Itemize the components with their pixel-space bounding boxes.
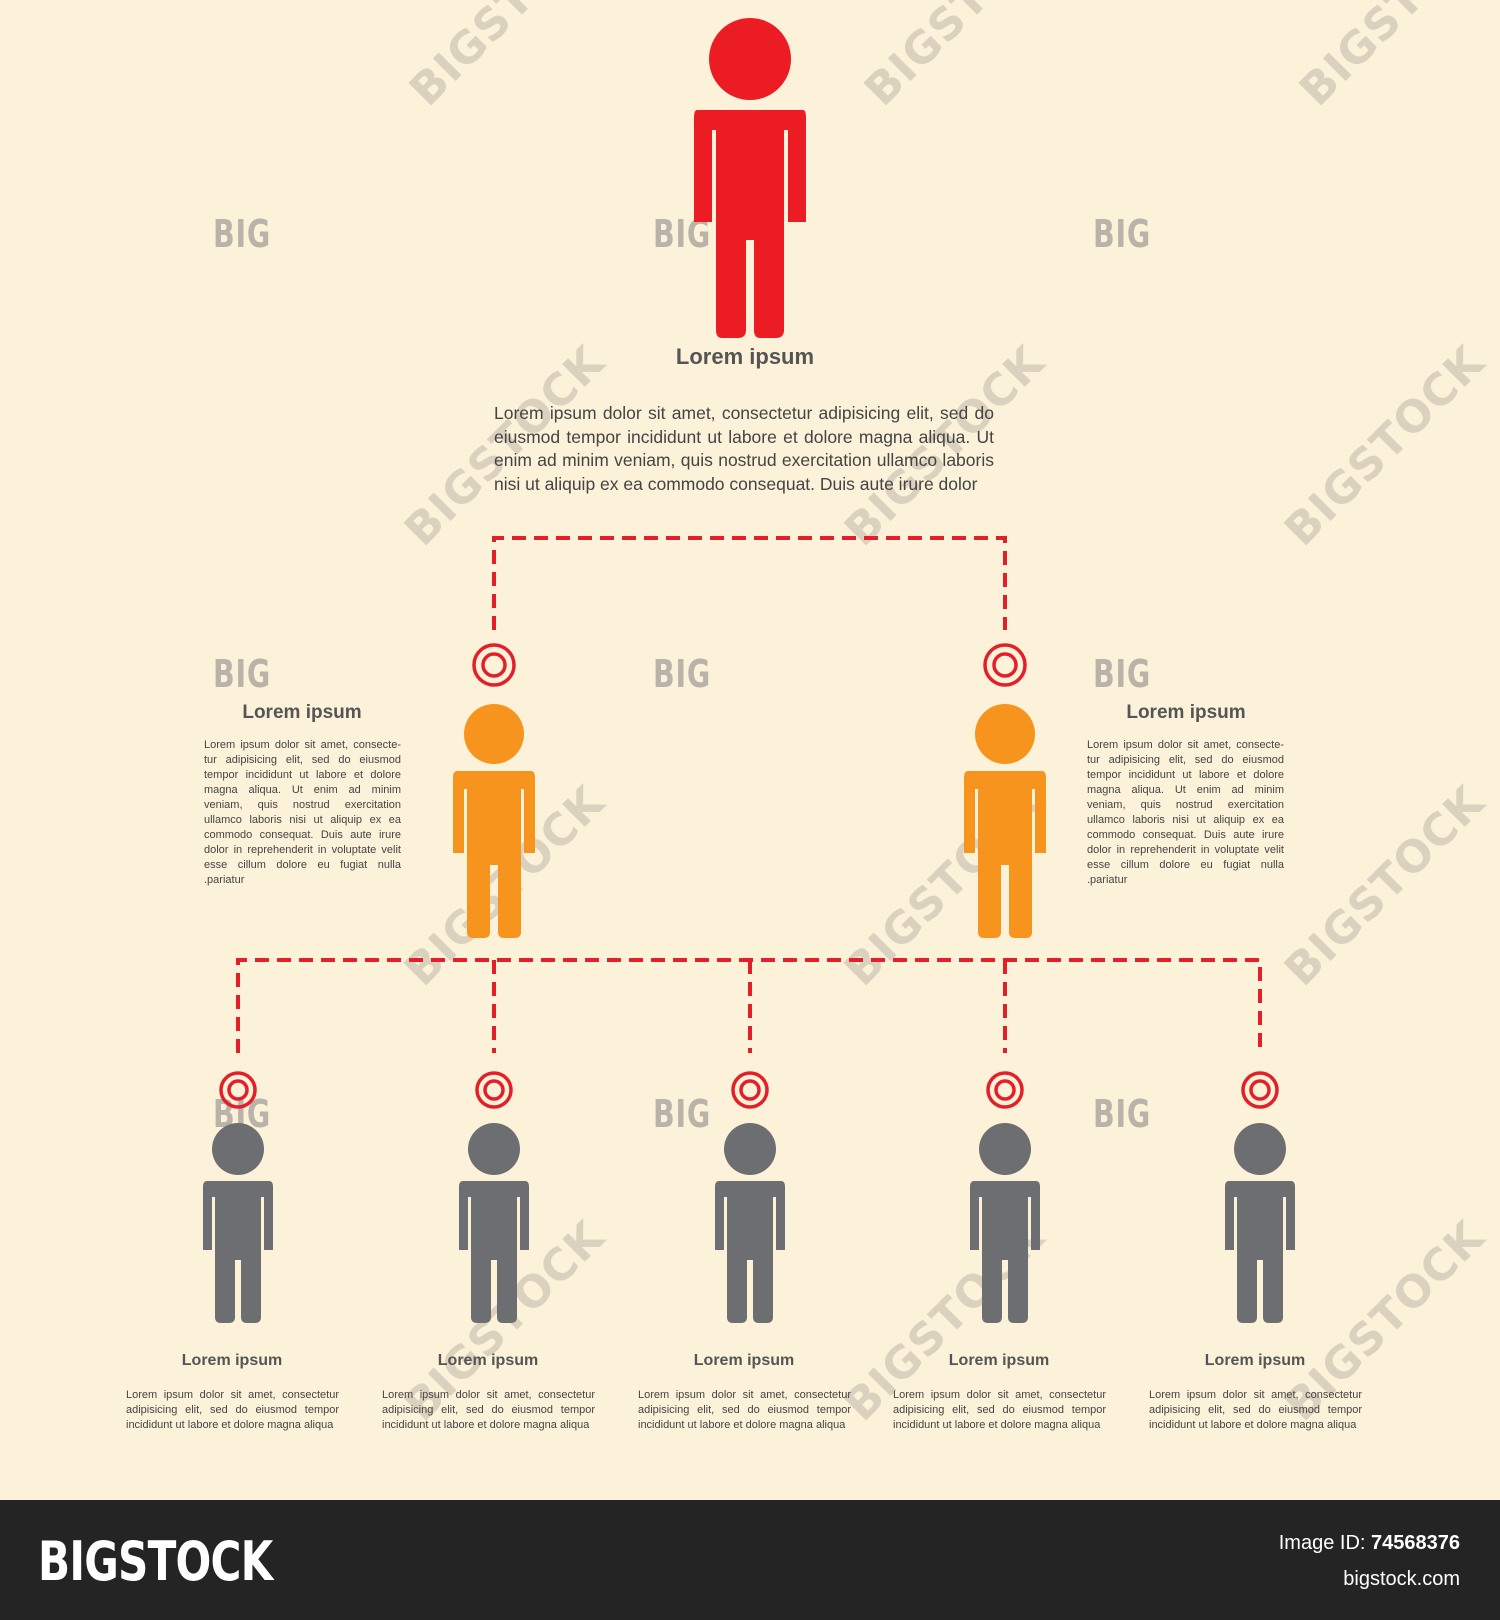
person-icon-bottom bbox=[203, 1123, 273, 1323]
target-ring-icon bbox=[731, 1071, 769, 1109]
person-icon-bottom bbox=[459, 1123, 529, 1323]
footer-site: bigstock.com bbox=[1343, 1568, 1460, 1590]
person-icon-bottom bbox=[1225, 1123, 1295, 1323]
target-ring-icon bbox=[475, 1071, 513, 1109]
bottom-2-description: Lorem ipsum dolor sit amet, consectetur … bbox=[382, 1389, 595, 1431]
middle-right-description: Lorem ipsum dolor sit amet, consecte-tur… bbox=[1087, 739, 1284, 886]
bottom-1-description: Lorem ipsum dolor sit amet, consectetur … bbox=[126, 1389, 339, 1431]
person-icon-top bbox=[694, 18, 806, 338]
bottom-5-description: Lorem ipsum dolor sit amet, consectetur … bbox=[1149, 1389, 1362, 1431]
target-ring-icon bbox=[986, 1071, 1024, 1109]
target-ring-icon bbox=[983, 643, 1027, 687]
target-ring-icon bbox=[1241, 1071, 1279, 1109]
middle-left-description: Lorem ipsum dolor sit amet, consecte-tur… bbox=[204, 739, 401, 886]
bottom-4-description: Lorem ipsum dolor sit amet, consectetur … bbox=[893, 1389, 1106, 1431]
bottom-4-title: Lorem ipsum bbox=[948, 1352, 1050, 1369]
stock-footer: BIGSTOCK Image ID: 74568376 bigstock.com bbox=[0, 1500, 1500, 1620]
person-icon-bottom bbox=[970, 1123, 1040, 1323]
person-icon-middle bbox=[964, 704, 1046, 938]
bottom-3-title: Lorem ipsum bbox=[693, 1352, 795, 1369]
middle-right-title: Lorem ipsum bbox=[1126, 702, 1246, 723]
image-id-label: Image ID: bbox=[1278, 1532, 1366, 1554]
bottom-3-description: Lorem ipsum dolor sit amet, consectetur … bbox=[638, 1389, 851, 1431]
connector-layer bbox=[203, 18, 1295, 1323]
bottom-5-title: Lorem ipsum bbox=[1204, 1352, 1306, 1369]
bottom-1-title: Lorem ipsum bbox=[181, 1352, 283, 1369]
person-icon-middle bbox=[453, 704, 535, 938]
middle-left-title: Lorem ipsum bbox=[242, 702, 362, 723]
bottom-2-title: Lorem ipsum bbox=[437, 1352, 539, 1369]
top-title: Lorem ipsum bbox=[675, 344, 815, 369]
top-description: Lorem ipsum dolor sit amet, consectetur … bbox=[494, 403, 994, 494]
person-icon-bottom bbox=[715, 1123, 785, 1323]
image-id: Image ID: 74568376 bbox=[1279, 1532, 1460, 1555]
bigstock-logo: BIGSTOCK bbox=[38, 1530, 273, 1593]
connector-line bbox=[492, 536, 1007, 630]
image-id-number: 74568376 bbox=[1371, 1532, 1460, 1554]
target-ring-icon bbox=[219, 1071, 257, 1109]
target-ring-icon bbox=[472, 643, 516, 687]
